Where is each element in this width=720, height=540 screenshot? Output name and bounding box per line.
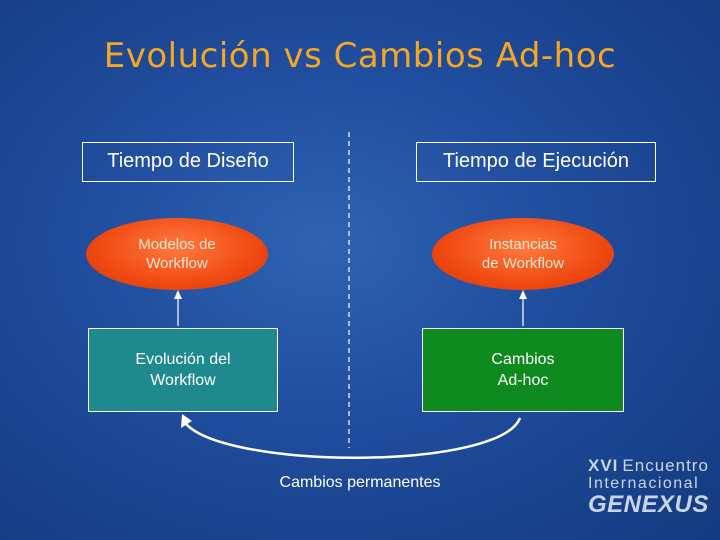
design-time-header: Tiempo de Diseño [82, 142, 294, 182]
logo-line1: Encuentro [622, 456, 709, 475]
workflow-instances-label: Instancias de Workflow [481, 236, 565, 272]
workflow-instances-ellipse: Instancias de Workflow [432, 218, 614, 290]
workflow-models-ellipse: Modelos de Workflow [86, 218, 268, 290]
bottom-arrowhead [181, 414, 192, 428]
permanent-changes-label: Cambios permanentes [279, 474, 441, 491]
logo-edition: XVI [588, 456, 619, 475]
workflow-evolution-box: Evolución del Workflow [88, 328, 278, 412]
workflow-models-label: Modelos de Workflow [138, 236, 216, 272]
right-arrowhead [519, 290, 527, 299]
execution-time-header: Tiempo de Ejecución [416, 142, 656, 182]
bottom-curved-arrow [185, 417, 522, 459]
logo-line2: Internacional [588, 475, 700, 492]
left-arrowhead [174, 290, 182, 299]
logo-brand: GENEXUS [588, 491, 709, 518]
slide-title: Evolución vs Cambios Ad-hoc [103, 36, 617, 76]
adhoc-changes-box: Cambios Ad-hoc [422, 328, 624, 412]
